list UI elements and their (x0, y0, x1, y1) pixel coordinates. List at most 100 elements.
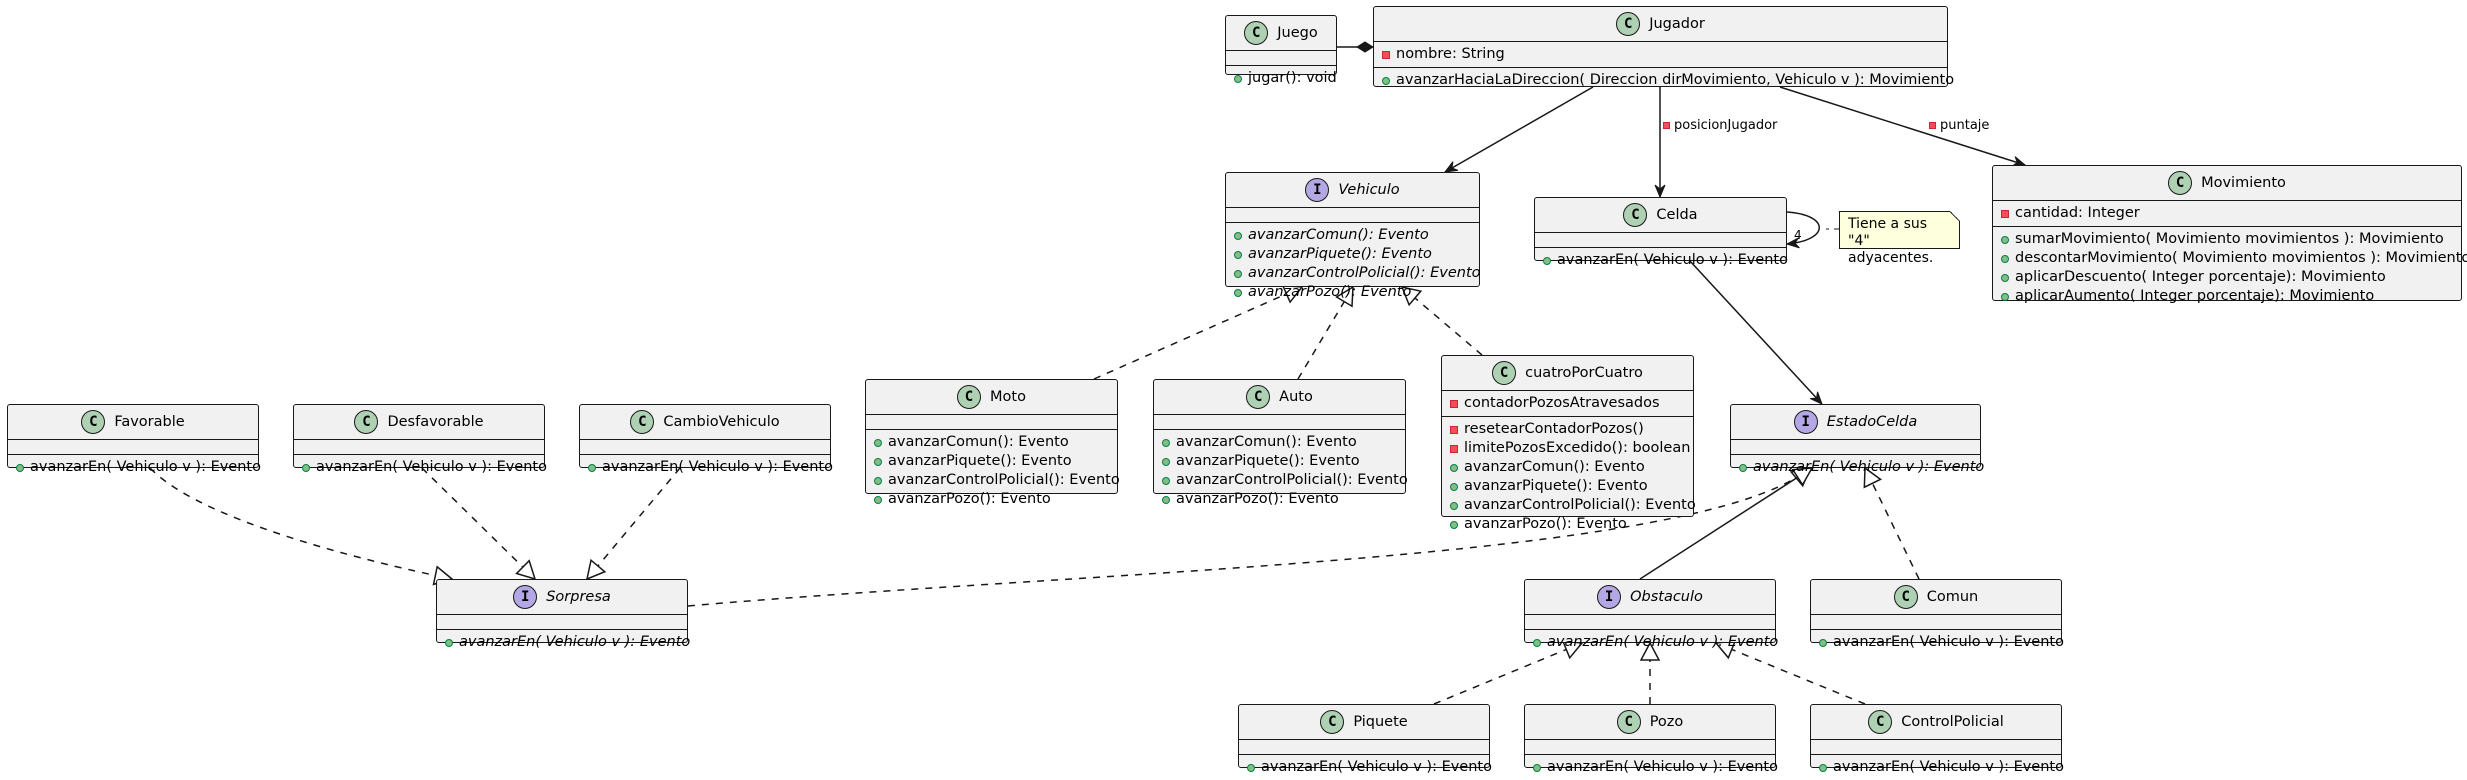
method-row[interactable]: aplicarDescuento( Integer porcentaje): M… (1993, 268, 2461, 287)
edge-sorpresa-estadoCelda (687, 467, 1811, 607)
method-row[interactable]: avanzarEn( Vehiculo v ): Evento (1731, 458, 1984, 477)
method-row[interactable]: avanzarPiquete(): Evento (866, 452, 1117, 471)
note-adyacentes: Tiene a sus "4" adyacentes. (1839, 211, 1960, 266)
method-row[interactable]: descontarMovimiento( Movimiento movimien… (1993, 249, 2467, 268)
method-row[interactable]: avanzarHaciaLaDireccion( Direccion dirMo… (1374, 71, 1954, 90)
public-icon (874, 457, 882, 466)
attributes-section (1525, 740, 1775, 755)
method-row[interactable]: avanzarEn( Vehiculo v ): Evento (294, 458, 547, 477)
method-text: jugar(): void (1248, 70, 1337, 86)
method-row[interactable]: avanzarComun(): Evento (866, 433, 1117, 452)
method-row[interactable]: avanzarComun(): Evento (1226, 226, 1479, 245)
edge-auto-vehiculo (1297, 286, 1354, 380)
method-row[interactable]: avanzarEn( Vehiculo v ): Evento (1525, 758, 1778, 777)
class-icon: C (630, 410, 655, 434)
method-row[interactable]: avanzarComun(): Evento (1442, 458, 1693, 477)
public-icon (2001, 273, 2009, 282)
attributes-section (866, 415, 1117, 430)
arrowhead-triangle (585, 558, 607, 581)
method-row[interactable]: avanzarEn( Vehiculo v ): Evento (1525, 633, 1778, 652)
method-row[interactable]: avanzarPozo(): Evento (1154, 490, 1405, 509)
method-row[interactable]: avanzarEn( Vehiculo v ): Evento (1811, 633, 2064, 652)
attribute-row[interactable]: contadorPozosAtravesados (1442, 394, 1693, 413)
method-row[interactable]: avanzarControlPolicial(): Evento (1154, 471, 1408, 490)
method-row[interactable]: resetearContadorPozos() (1442, 420, 1693, 439)
method-row[interactable]: avanzarComun(): Evento (1154, 433, 1405, 452)
attributes-section (1226, 51, 1336, 66)
method-text: aplicarAumento( Integer porcentaje): Mov… (2015, 288, 2375, 304)
public-icon (874, 495, 882, 504)
method-row[interactable]: avanzarPozo(): Evento (1226, 283, 1479, 302)
method-row[interactable]: avanzarEn( Vehiculo v ): Evento (8, 458, 261, 477)
attributes-section (1226, 208, 1479, 223)
attribute-row[interactable]: cantidad: Integer (1993, 204, 2461, 223)
method-text: resetearContadorPozos() (1464, 421, 1644, 437)
attributes-section (1535, 233, 1786, 248)
edge-desfavorable-sorpresa (421, 467, 536, 580)
method-row[interactable]: avanzarControlPolicial(): Evento (1226, 264, 1481, 283)
method-row[interactable]: avanzarPiquete(): Evento (1154, 452, 1405, 471)
method-text: avanzarEn( Vehiculo v ): Evento (316, 459, 547, 475)
method-row[interactable]: limitePozosExcedido(): boolean (1442, 439, 1693, 458)
method-row[interactable]: aplicarAumento( Integer porcentaje): Mov… (1993, 287, 2461, 306)
method-row[interactable]: avanzarPozo(): Evento (866, 490, 1117, 509)
method-row[interactable]: avanzarPozo(): Evento (1442, 515, 1693, 534)
attribute-row[interactable]: nombre: String (1374, 45, 1947, 64)
methods-section: jugar(): void (1226, 66, 1337, 91)
public-icon (1450, 520, 1458, 529)
arrowhead-triangle (1400, 285, 1423, 307)
private-icon (1663, 122, 1670, 129)
interface-icon: I (513, 585, 538, 609)
method-row[interactable]: avanzarEn( Vehiculo v ): Evento (1239, 758, 1492, 777)
method-text: avanzarComun(): Evento (1248, 227, 1429, 243)
method-row[interactable]: avanzarEn( Vehiculo v ): Evento (1535, 251, 1788, 270)
public-icon (1162, 457, 1170, 466)
methods-section: avanzarEn( Vehiculo v ): Evento (580, 455, 833, 480)
method-row[interactable]: avanzarPiquete(): Evento (1226, 245, 1479, 264)
method-row[interactable]: avanzarEn( Vehiculo v ): Evento (1811, 758, 2064, 777)
method-text: avanzarEn( Vehiculo v ): Evento (459, 634, 691, 650)
class-name: Movimiento (2201, 175, 2286, 191)
edge-jugador-vehiculo (1444, 86, 1594, 173)
public-icon (1382, 76, 1390, 85)
interface-icon: I (1305, 178, 1330, 202)
method-row[interactable]: avanzarEn( Vehiculo v ): Evento (580, 458, 833, 477)
method-row[interactable]: avanzarEn( Vehiculo v ): Evento (437, 633, 691, 652)
method-row[interactable]: sumarMovimiento( Movimiento movimientos … (1993, 230, 2461, 249)
public-icon (1450, 463, 1458, 472)
class-name: cuatroPorCuatro (1525, 365, 1643, 381)
attributes-section (294, 440, 544, 455)
method-text: avanzarControlPolicial(): Evento (1176, 472, 1408, 488)
method-row[interactable]: avanzarPiquete(): Evento (1442, 477, 1693, 496)
public-icon (1247, 763, 1255, 772)
method-row[interactable]: avanzarControlPolicial(): Evento (1442, 496, 1696, 515)
public-icon (1162, 438, 1170, 447)
methods-section: avanzarHaciaLaDireccion( Direccion dirMo… (1374, 68, 1954, 93)
method-row[interactable]: avanzarControlPolicial(): Evento (866, 471, 1120, 490)
method-row[interactable]: jugar(): void (1226, 69, 1337, 88)
